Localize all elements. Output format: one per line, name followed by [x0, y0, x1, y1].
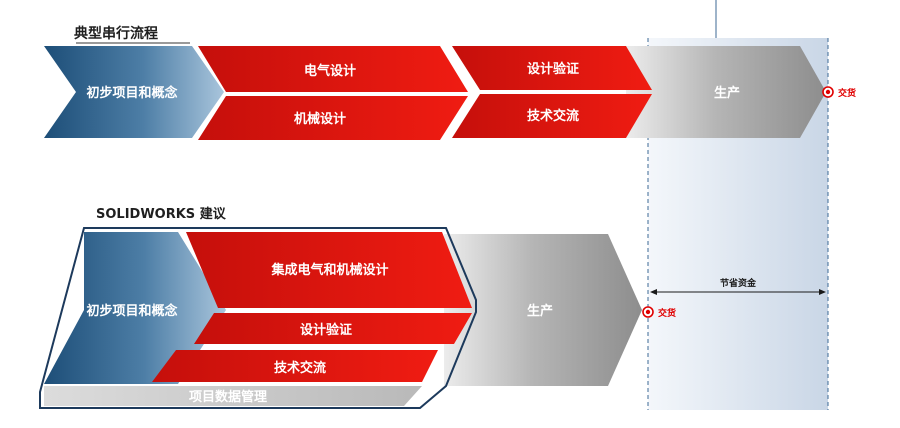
typical-electrical-block	[198, 46, 468, 92]
typical-title: 典型串行流程	[74, 25, 158, 42]
recommended-delivery-marker-icon	[642, 306, 654, 318]
typical-electrical-label: 电气设计	[304, 63, 356, 79]
typical-production-block	[626, 46, 826, 138]
typical-concept-block	[44, 46, 224, 138]
recommended-production-block	[444, 234, 642, 386]
recommended-delivery-label: 交货	[658, 307, 676, 319]
recommended-integrated-block	[186, 232, 472, 308]
recommended-title: SOLIDWORKS 建议	[96, 206, 227, 222]
typical-verification-block	[452, 46, 652, 90]
recommended-communication-block	[152, 350, 438, 382]
recommended-concept-block	[44, 232, 226, 384]
recommended-frame	[39, 227, 477, 409]
recommended-production-label: 生产	[527, 303, 553, 319]
typical-concept-label: 初步项目和概念	[86, 85, 177, 101]
typical-mechanical-block	[198, 96, 468, 140]
data-management-bar	[44, 386, 422, 406]
recommended-verification-block	[194, 313, 472, 344]
typical-communication-block	[452, 94, 652, 138]
typical-delivery-marker-icon	[822, 86, 834, 98]
recommended-verification-label: 设计验证	[300, 322, 352, 338]
typical-verification-label: 设计验证	[527, 61, 579, 77]
savings-span-arrow-icon	[650, 289, 826, 295]
recommended-concept-label: 初步项目和概念	[86, 303, 177, 319]
typical-mechanical-label: 机械设计	[294, 111, 346, 127]
typical-communication-label: 技术交流	[527, 108, 579, 124]
savings-label: 节省资金	[720, 277, 757, 289]
typical-production-label: 生产	[714, 85, 740, 101]
data-management-label: 项目数据管理	[189, 389, 267, 405]
typical-delivery-label: 交货	[838, 87, 856, 99]
recommended-communication-label: 技术交流	[274, 360, 326, 376]
recommended-integrated-label: 集成电气和机械设计	[270, 262, 388, 278]
